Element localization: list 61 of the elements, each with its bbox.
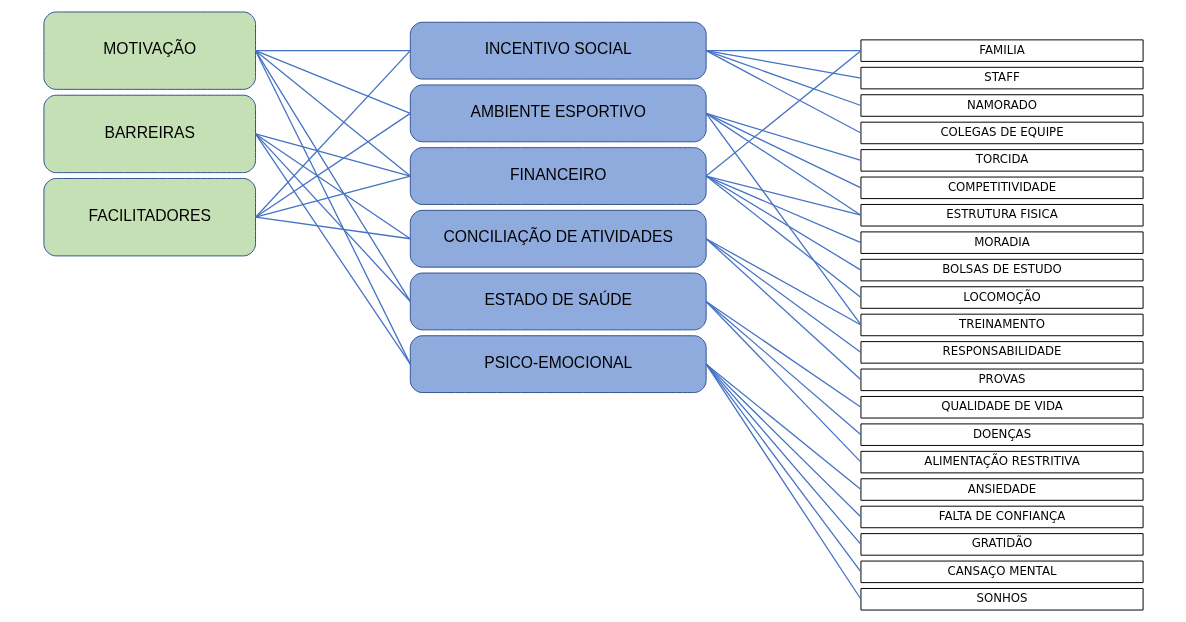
node-box: TREINAMENTO	[859, 313, 1144, 337]
node-box: STAFF	[859, 66, 1144, 90]
node-box: CANSAÇO MENTAL	[859, 560, 1144, 584]
connector	[705, 112, 862, 189]
connector	[705, 50, 862, 107]
connector	[705, 238, 862, 326]
node-box: PSICO-EMOCIONAL	[409, 335, 707, 394]
node-box: BOLSAS DE ESTUDO	[859, 258, 1144, 282]
connector	[254, 133, 411, 240]
node-box: ESTADO DE SAÚDE	[409, 272, 707, 331]
node-box: QUALIDADE DE VIDA	[859, 396, 1144, 419]
connector	[705, 300, 862, 463]
connector	[254, 50, 411, 114]
connector	[705, 238, 862, 354]
connector	[705, 112, 862, 161]
node-box: MOTIVAÇÃO	[42, 11, 256, 90]
node-box: RESPONSABILIDADE	[859, 341, 1144, 364]
node-box: COMPETITIVIDADE	[859, 176, 1144, 200]
connector	[705, 112, 862, 326]
connector	[254, 175, 411, 218]
node-box: PROVAS	[859, 368, 1144, 392]
connector	[254, 133, 411, 365]
connector	[705, 112, 862, 216]
connector	[705, 175, 862, 299]
node-box: INCENTIVO SOCIAL	[409, 21, 707, 80]
node-box: FINANCEIRO	[409, 147, 707, 205]
node-box: FACILITADORES	[42, 178, 256, 257]
node-box: ESTRUTURA FISICA	[859, 203, 1144, 227]
connector	[254, 112, 411, 218]
node-box: AMBIENTE ESPORTIVO	[409, 84, 707, 143]
node-box: TORCIDA	[859, 149, 1144, 172]
node-box: CONCILIAÇÃO DE ATIVIDADES	[409, 209, 707, 268]
connector	[254, 50, 411, 303]
connector	[705, 300, 862, 436]
node-box: ALIMENTAÇÃO RESTRITIVA	[859, 450, 1144, 474]
connector	[705, 238, 862, 381]
node-box: GRATIDÃO	[859, 533, 1144, 556]
connector	[705, 175, 862, 244]
connector	[705, 300, 862, 408]
node-box: BARREIRAS	[42, 94, 256, 174]
node-box: SONHOS	[859, 588, 1144, 611]
connector	[705, 363, 862, 518]
connector	[254, 50, 411, 177]
connector	[254, 216, 411, 240]
node-box: COLEGAS DE EQUIPE	[859, 121, 1144, 145]
node-box: FAMILIA	[859, 39, 1144, 62]
node-box: NAMORADO	[859, 94, 1144, 117]
connector	[705, 50, 862, 79]
node-box: ANSIEDADE	[859, 478, 1144, 501]
node-box: LOCOMOÇÃO	[859, 286, 1144, 309]
connector	[254, 50, 411, 52]
connector	[254, 50, 411, 365]
connector	[705, 175, 862, 271]
node-box: DOENÇAS	[859, 423, 1144, 446]
connector	[705, 50, 862, 134]
connector	[254, 133, 411, 303]
connector	[705, 363, 862, 491]
connector	[254, 50, 411, 218]
connector	[705, 50, 862, 177]
node-box: FALTA DE CONFIANÇA	[859, 505, 1144, 529]
node-box: MORADIA	[859, 231, 1144, 254]
